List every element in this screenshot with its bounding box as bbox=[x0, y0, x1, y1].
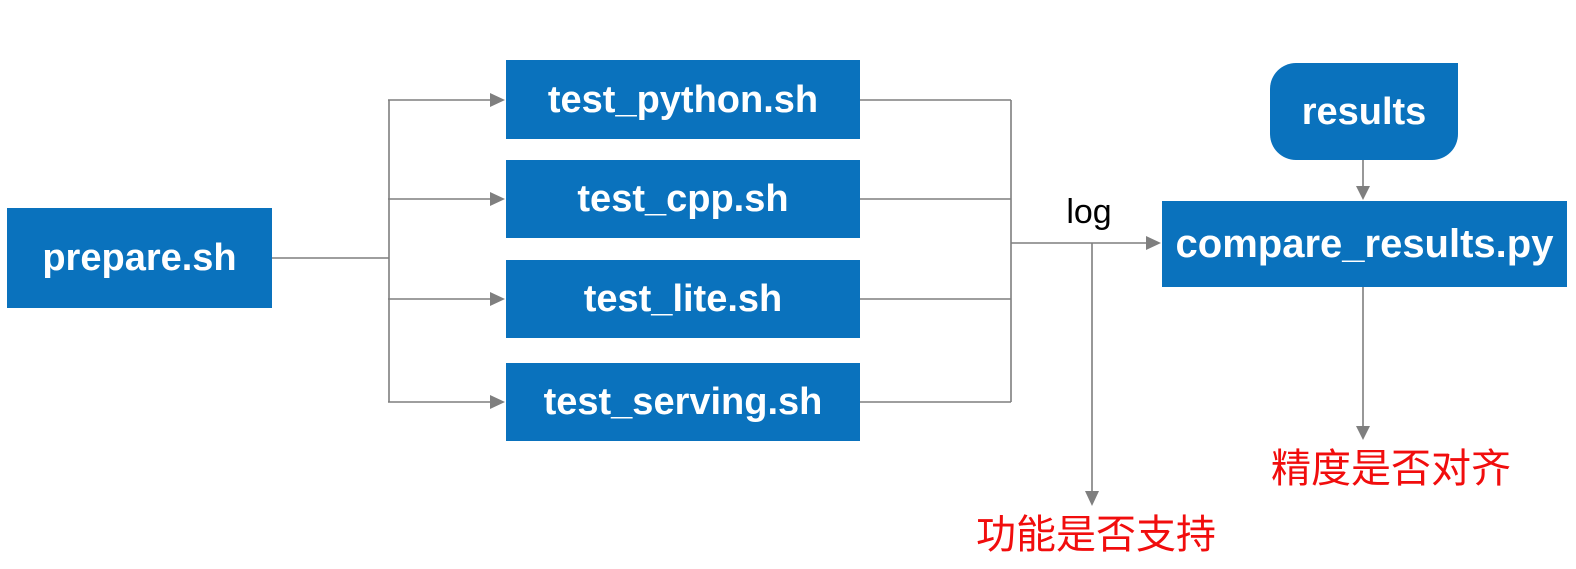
outcome-function-support: 功能是否支持 bbox=[976, 513, 1216, 557]
node-test-serving-sh: test_serving.sh bbox=[506, 363, 860, 441]
node-test-cpp-sh: test_cpp.sh bbox=[506, 160, 860, 238]
node-test-serving-sh-label: test_serving.sh bbox=[543, 381, 823, 423]
edge-fanout-to-test-lite bbox=[388, 292, 505, 306]
edge-tests-to-merge bbox=[860, 99, 1012, 403]
node-test-cpp-sh-label: test_cpp.sh bbox=[577, 178, 789, 220]
node-compare-results-py-label: compare_results.py bbox=[1175, 222, 1554, 266]
edge-label-log: log bbox=[1066, 193, 1112, 231]
node-prepare-sh-label: prepare.sh bbox=[42, 237, 237, 279]
edge-fanout-to-test-serving bbox=[388, 395, 505, 409]
edge-fanout-to-test-python bbox=[388, 93, 505, 107]
node-compare-results-py: compare_results.py bbox=[1162, 201, 1567, 287]
node-results: results bbox=[1270, 63, 1458, 160]
node-test-python-sh: test_python.sh bbox=[506, 60, 860, 139]
node-test-lite-sh-label: test_lite.sh bbox=[583, 278, 783, 320]
node-prepare-sh: prepare.sh bbox=[7, 208, 272, 308]
edge-compare-to-accuracy bbox=[1356, 287, 1370, 440]
edge-log-to-function-support bbox=[1085, 243, 1099, 506]
edge-log-to-compare bbox=[1011, 236, 1161, 250]
node-test-python-sh-label: test_python.sh bbox=[547, 78, 819, 121]
edge-fanout-to-test-cpp bbox=[388, 192, 505, 206]
edge-prepare-to-fanout bbox=[272, 100, 390, 402]
edge-results-to-compare bbox=[1356, 160, 1370, 200]
node-results-label: results bbox=[1301, 90, 1427, 133]
node-test-lite-sh: test_lite.sh bbox=[506, 260, 860, 338]
outcome-accuracy-aligned: 精度是否对齐 bbox=[1271, 447, 1511, 491]
